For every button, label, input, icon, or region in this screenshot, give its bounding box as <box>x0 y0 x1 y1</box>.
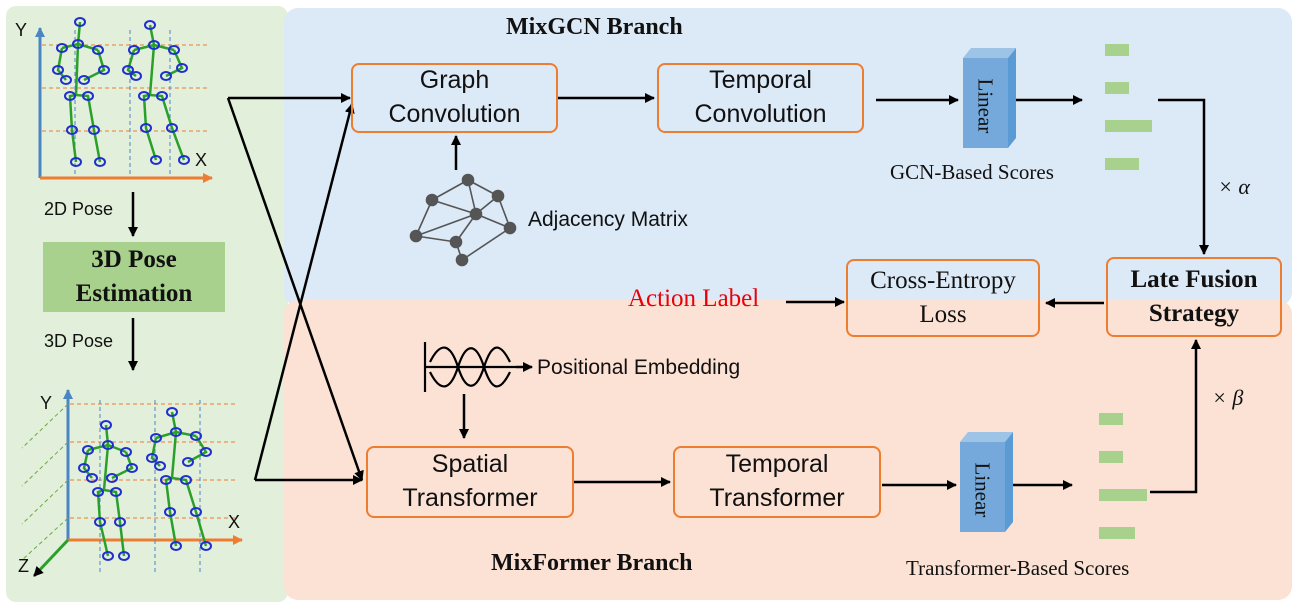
former-linear-label: Linear <box>970 462 995 518</box>
pose-estimation-line1: 3D Pose <box>91 246 177 274</box>
pose2d-axis-y: Y <box>15 20 28 40</box>
adjacency-graph-icon <box>409 173 517 267</box>
former-score-bars <box>1099 413 1147 539</box>
positional-embedding-label: Positional Embedding <box>537 356 741 379</box>
temporal-transformer-line2: Transformer <box>709 484 845 512</box>
gcn-scores-label: GCN-Based Scores <box>890 160 1054 184</box>
pose-3d-plot <box>21 389 243 578</box>
spatial-transformer-line2: Transformer <box>402 484 538 512</box>
former-scores-label: Transformer-Based Scores <box>906 556 1130 580</box>
adjacency-matrix-label: Adjacency Matrix <box>528 208 688 231</box>
spatial-transformer-line1: Spatial <box>431 450 509 479</box>
temporal-transformer-line1: Temporal <box>725 450 829 479</box>
graph-convolution-line1: Graph <box>419 66 490 95</box>
pose3d-axis-z: Z <box>18 556 29 576</box>
positional-embedding-icon <box>423 342 516 392</box>
pose-2d-label: 2D Pose <box>44 199 114 219</box>
pose-2d-plot <box>35 17 213 183</box>
late-fusion-line1: Late Fusion <box>1130 266 1258 294</box>
alpha-weight: × α <box>1218 174 1250 199</box>
temporal-convolution-line1: Temporal <box>709 66 812 95</box>
late-fusion-line2: Strategy <box>1148 300 1240 327</box>
mixformer-branch-title: MixFormer Branch <box>491 550 693 576</box>
gcn-linear-label: Linear <box>973 78 998 134</box>
action-label: Action Label <box>628 285 760 312</box>
pose3d-axis-x: X <box>228 512 241 532</box>
former-linear-layer <box>960 432 1013 532</box>
cross-entropy-line1: Cross-Entropy <box>870 267 1016 295</box>
mixgcn-branch-panel <box>284 8 1292 306</box>
cross-entropy-line2: Loss <box>919 301 967 328</box>
gcn-linear-layer <box>963 48 1016 148</box>
pose2d-axis-x: X <box>195 150 208 170</box>
pose-estimation-line2: Estimation <box>75 280 193 307</box>
temporal-convolution-line2: Convolution <box>694 100 827 128</box>
pose-3d-label: 3D Pose <box>44 331 114 351</box>
mixgcn-branch-title: MixGCN Branch <box>506 14 683 40</box>
gcn-score-bars <box>1105 44 1152 170</box>
graph-convolution-line2: Convolution <box>388 100 521 128</box>
pose3d-axis-y: Y <box>40 393 53 413</box>
beta-weight: × β <box>1212 385 1244 410</box>
mixformer-branch-panel <box>284 300 1292 600</box>
